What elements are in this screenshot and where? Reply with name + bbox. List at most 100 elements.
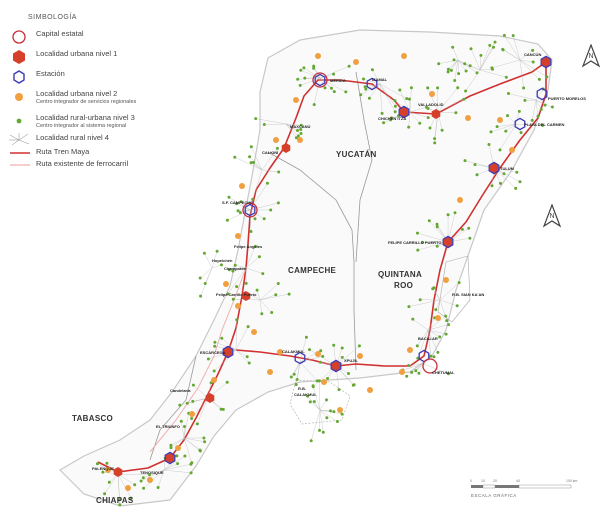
rural-level-4-link [259,299,272,313]
rural-urban-level-3-marker [191,399,195,403]
state-border-campeche-quintana-roo [353,262,357,371]
urban-level-2-marker [297,137,303,143]
rural-urban-level-3-marker [359,93,363,97]
rural-urban-level-3-marker [265,181,269,185]
city-label-izamal: IZAMAL [372,77,388,82]
city-label-hopelchen: Hopelchén [212,258,233,263]
rural-level-4-link [319,380,321,411]
rural-level-4-link [437,111,456,113]
legend-item-rural-urban-3: Localidad rural-urbana nivel 3 Centro in… [8,113,198,133]
rural-urban-level-3-marker [249,230,253,233]
rural-urban-level-3-marker [133,483,137,487]
city-label-el-triunfo: EL TRIUNFO [156,424,180,429]
region-label-roo: ROO [394,281,414,290]
urban-level-2-marker [443,277,449,283]
rural-level-4-link [409,99,411,113]
station-marker [540,55,552,69]
rural-level-4-link [454,59,459,81]
rural-level-4-link [470,48,481,71]
rural-urban-level-3-marker [317,379,321,383]
rural-urban-level-3-marker [340,412,344,416]
city-label-calakmul: CALAKMUL [282,349,305,354]
rural-level-4-link [211,251,218,269]
rural-urban-level-3-marker [504,75,508,79]
city-label-tulum: TULUM [500,166,514,171]
city-label-bacalar: BACALAR [418,336,438,341]
city-label-rb-calakmul-1: R.B. [298,386,306,391]
urban-level-2-marker [277,349,283,355]
rural-urban-level-3-marker [506,114,509,118]
rural-level-4-link [433,287,441,301]
rural-urban-level-3-marker [189,471,193,475]
rural-urban-level-3-marker [245,355,249,359]
rural-level-4-link [451,59,459,71]
rural-urban-level-3-marker [296,129,299,132]
rural-level-4-link [228,197,251,211]
rural-urban-level-3-marker [101,470,105,474]
rural-urban-level-3-marker [231,297,235,301]
rural-level-4-link [515,123,543,126]
rural-urban-level-3-marker [319,349,323,353]
rural-urban-level-3-marker [251,197,255,201]
rural-urban-level-3-marker [274,293,278,297]
svg-text:N: N [588,53,593,60]
rural-urban-level-3-marker [517,109,521,113]
urban-level-1-marker [431,109,441,119]
rural-level-4-link [200,267,213,279]
rural-level-4-link [427,329,439,353]
rural-urban-level-3-marker [405,97,409,101]
scale-tick: 10 [481,479,485,483]
north-arrow-icon: N [541,203,563,234]
rural-level-4-link [197,397,209,424]
rural-urban-level-3-marker [389,116,393,120]
rural-level-4-link [235,319,237,351]
rural-urban-level-3-marker [487,143,491,146]
rural-urban-level-3-marker [141,476,145,480]
urban-level-2-marker [399,369,405,375]
rural-level-4-link [508,93,537,101]
rural-level-4-link [251,146,263,171]
rural-urban-level-3-marker [434,308,438,312]
rural-urban-level-3-marker [169,443,173,447]
rural-level-4-link [519,59,534,63]
rural-level-4-link [479,47,494,71]
rural-urban-level-3-marker [393,99,397,103]
rural-urban-level-3-marker [321,430,325,434]
rural-urban-level-3-marker [511,34,515,38]
rural-urban-level-3-marker [407,97,411,101]
state-border-yucatan-quintana-roo [355,71,373,263]
rural-urban-level-3-marker [312,400,316,404]
rural-urban-level-3-marker [414,369,418,373]
rural-urban-level-3-marker [457,72,461,76]
rural-level-4-link [439,282,460,301]
urban-level-2-icon [15,93,23,101]
rural-level-4-link [193,384,209,399]
rural-urban-level-3-marker [139,479,143,483]
rural-urban-level-3-marker [411,317,415,321]
rural-level-4-link [181,421,185,439]
rural-urban-level-3-marker [495,125,499,129]
legend-sublabel: Centro integrador al sistema regional [36,123,127,129]
rural-urban-level-3-marker [335,420,339,423]
rural-urban-level-3-marker [539,107,543,111]
rural-urban-level-3-marker [261,272,265,276]
rural-level-4-link [314,401,321,411]
urban-level-2-marker [105,467,111,473]
rural-urban-level-3-marker [364,87,368,91]
rural-urban-level-3-marker [433,137,437,141]
rural-level-4-link [235,265,247,269]
station-marker [314,73,326,87]
city-label-playa-del-carmen: PLAYA DEL CARMEN [524,122,565,127]
rural-urban-level-3-marker [543,103,547,107]
rural-urban-level-3-marker [332,72,336,76]
rural-urban-level-3-marker [221,407,225,411]
rural-urban-level-3-marker [428,126,432,130]
rural-level-4-link [117,473,150,475]
station-marker [294,351,306,365]
rural-urban-level-3-marker [295,378,299,381]
rural-urban-level-3-marker [410,370,414,374]
city-label-xpujil: XPUJIL [344,358,359,363]
capital-marker [422,358,438,374]
rural-level-4-link [427,315,446,331]
rural-level-4-link [519,59,524,89]
